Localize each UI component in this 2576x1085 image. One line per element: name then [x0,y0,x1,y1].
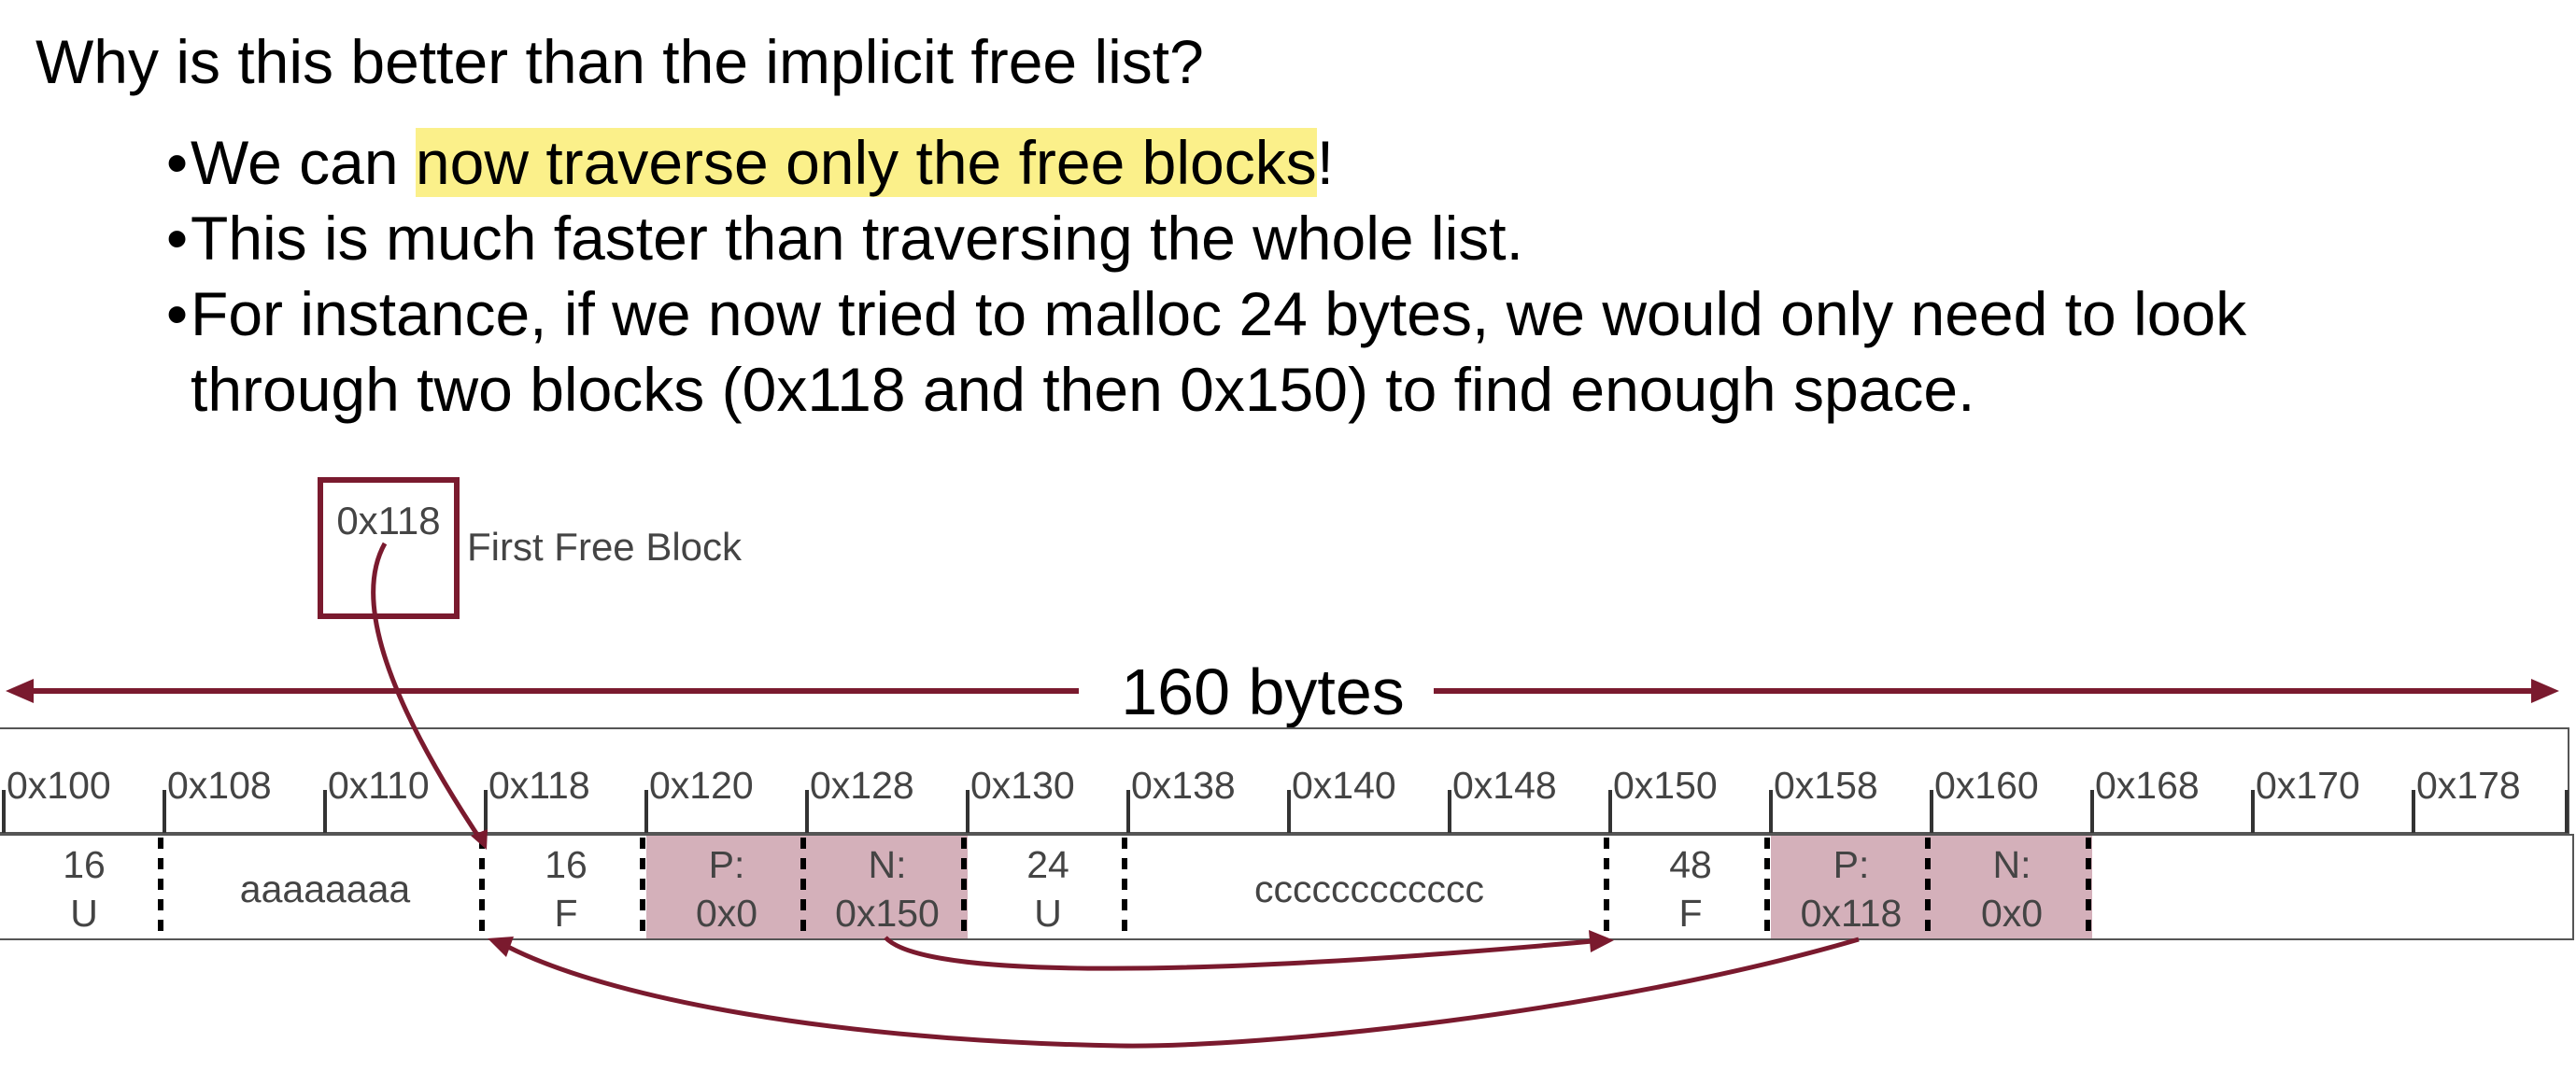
block-text-bottom: 0x150 [835,892,940,935]
bullet-1-highlight: now traverse only the free blocks [415,128,1317,197]
address-label: 0x110 [328,764,430,807]
bullet-marker: • [166,128,189,197]
block-text-bottom: U [1034,892,1062,935]
question-heading: Why is this better than the implicit fre… [35,27,1204,96]
block-text-top: N: [869,843,907,886]
address-label: 0x150 [1613,764,1718,807]
block-text-bottom: 0x0 [696,892,757,935]
next-pointer-arrow [884,936,1593,971]
first-free-value: 0x118 [336,499,440,542]
block-text-bottom: U [70,892,98,935]
block-text-top: 16 [63,843,106,886]
address-label: 0x130 [970,764,1075,807]
first-free-arrow-head [471,829,488,850]
memory-row [0,834,2574,940]
address-label: 0x160 [1934,764,2039,807]
block-text-bottom: 0x0 [1981,892,2043,935]
block-text-top: 24 [1026,843,1069,886]
block-text-top: cccccccccccc [1254,867,1484,910]
address-label: 0x108 [167,764,272,807]
address-ruler [0,727,2569,834]
bullet-3-line2: through two blocks (0x118 and then 0x150… [191,355,1975,424]
bullet-3-line1: For instance, if we now tried to malloc … [191,279,2247,348]
first-free-box [318,477,460,619]
bullet-example: •For instance, if we now tried to malloc… [166,276,2246,428]
block-text-top: aaaaaaaa [240,867,411,910]
address-label: 0x138 [1131,764,1236,807]
bullet-list: •We can now traverse only the free block… [166,125,2246,428]
bullet-2-text: This is much faster than traversing the … [191,204,1523,273]
address-label: 0x158 [1774,764,1878,807]
address-label: 0x168 [2095,764,2200,807]
heap-size-label: 160 bytes [1121,655,1405,728]
pointer-cell-bg [1771,836,1932,938]
address-label: 0x128 [810,764,914,807]
address-label: 0x170 [2256,764,2360,807]
pointer-cell-bg [1932,836,2092,938]
first-free-label: First Free Block [467,525,743,569]
block-text-top: P: [709,843,745,886]
address-label: 0x178 [2416,764,2521,807]
block-text-top: P: [1833,843,1870,886]
block-text-top: 48 [1669,843,1712,886]
address-label: 0x120 [649,764,754,807]
bullet-faster: •This is much faster than traversing the… [166,201,2246,276]
bullet-1-post: ! [1316,128,1335,197]
prev-pointer-arrow [502,937,1860,1049]
address-labels: 0x100 0x108 0x110 0x118 0x120 0x128 0x130 0x138… [2,764,2569,833]
prev-pointer-arrow-head [488,937,514,957]
next-pointer-arrow-head [1589,930,1614,952]
block-text-bottom: F [1678,892,1702,935]
bullet-1-pre: We can [191,128,416,197]
address-label: 0x148 [1452,764,1557,807]
address-label: 0x118 [488,764,590,807]
first-free-arrow [371,542,484,842]
pointer-cell-bg [807,836,968,938]
bullet-traverse-free: •We can now traverse only the free block… [166,125,2246,201]
bullet-marker: • [166,204,189,273]
span-arrow-left-head [6,679,34,703]
span-arrow-right-head [2531,679,2559,703]
address-label: 0x140 [1292,764,1396,807]
address-label: 0x100 [7,764,111,807]
block-text-bottom: F [554,892,577,935]
block-text-bottom: 0x118 [1801,892,1903,935]
bullet-marker: • [166,279,189,348]
block-text-top: 16 [545,843,587,886]
block-text-top: N: [1993,843,2031,886]
pointer-cell-bg [646,836,807,938]
